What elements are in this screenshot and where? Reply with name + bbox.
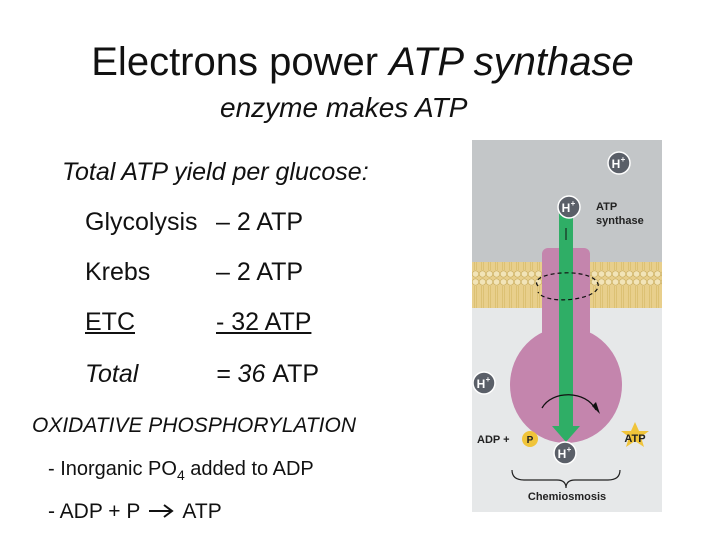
yield-row-value: - 32 ATP xyxy=(216,308,312,336)
bullet-adp-plus-p: - ADP + P ATP xyxy=(48,500,222,524)
yield-row-name: Krebs xyxy=(85,258,151,286)
chemiosmosis-bracket xyxy=(511,469,621,489)
ion-charge: + xyxy=(567,445,572,454)
yield-row-value: = 36 ATP xyxy=(216,360,319,389)
atp-label: ATP xyxy=(624,433,645,445)
yield-total-value-italic: = 36 xyxy=(216,360,273,388)
atp-synthase-label-1: ATP xyxy=(596,201,617,213)
ion-label: H xyxy=(612,157,621,171)
catalysis-arrowhead xyxy=(592,402,600,414)
bullet-text: ATP xyxy=(182,500,222,523)
proton-channel xyxy=(559,210,573,428)
yield-row-etc: ETC - 32 ATP xyxy=(85,308,311,337)
yield-row-value: – 2 ATP xyxy=(216,208,304,236)
yield-heading: Total ATP yield per glucose: xyxy=(62,158,369,186)
proton-ion-top-right: H + xyxy=(607,151,631,175)
atp-star xyxy=(621,422,649,447)
yield-row-value: – 2 ATP xyxy=(216,258,304,286)
proton-ion-bottom: H + xyxy=(553,441,577,465)
ion-label: H xyxy=(562,201,571,215)
bullet-text: added to ADP xyxy=(184,458,314,480)
yield-row-glycolysis: Glycolysis – 2 ATP xyxy=(85,208,303,237)
yield-row-krebs: Krebs – 2 ATP xyxy=(85,258,303,287)
proton-channel-arrowhead xyxy=(552,426,580,442)
phosphate-circle xyxy=(522,431,538,447)
yield-row-name: Total xyxy=(85,360,139,388)
oxidative-phosphorylation-heading: OXIDATIVE PHOSPHORYLATION xyxy=(32,414,357,437)
proton-ion-matrix-left: H + xyxy=(472,371,496,395)
ion-charge: + xyxy=(571,199,576,208)
yield-row-name: Glycolysis xyxy=(85,208,198,236)
chemiosmosis-label: Chemiosmosis xyxy=(528,491,606,503)
yield-row-name: ETC xyxy=(85,308,135,336)
slide-title-plain: Electrons power xyxy=(91,40,390,84)
slide-title: Electrons power ATP synthase xyxy=(0,40,720,85)
rotor-rotation-arrow xyxy=(535,272,599,301)
ion-charge: + xyxy=(486,375,491,384)
ion-charge: + xyxy=(621,155,626,164)
atp-synthase-label-2: synthase xyxy=(596,215,644,227)
bullet-inorganic-phosphate: - Inorganic PO4 added to ADP xyxy=(48,458,314,483)
slide-title-italic: ATP synthase xyxy=(389,40,634,84)
proton-ion-top-left: H + xyxy=(557,195,581,219)
subscript-4: 4 xyxy=(176,467,185,483)
bullet-text: - ADP + P xyxy=(48,500,141,523)
adp-label: ADP + xyxy=(477,434,510,446)
yield-total-value-unit: ATP xyxy=(272,360,320,388)
phosphate-label: P xyxy=(527,435,534,446)
catalysis-arrow xyxy=(541,394,597,411)
slide-subtitle: enzyme makes ATP xyxy=(220,92,468,123)
ion-label: H xyxy=(558,447,567,461)
yield-row-total: Total = 36 ATP xyxy=(85,360,319,389)
ion-label: H xyxy=(477,377,486,391)
bullet-text: - Inorganic PO xyxy=(48,458,177,480)
atp-synthase-diagram: H + H + H + H + ATP synthase ADP + P ATP… xyxy=(472,140,662,512)
right-arrow-icon xyxy=(148,500,175,524)
